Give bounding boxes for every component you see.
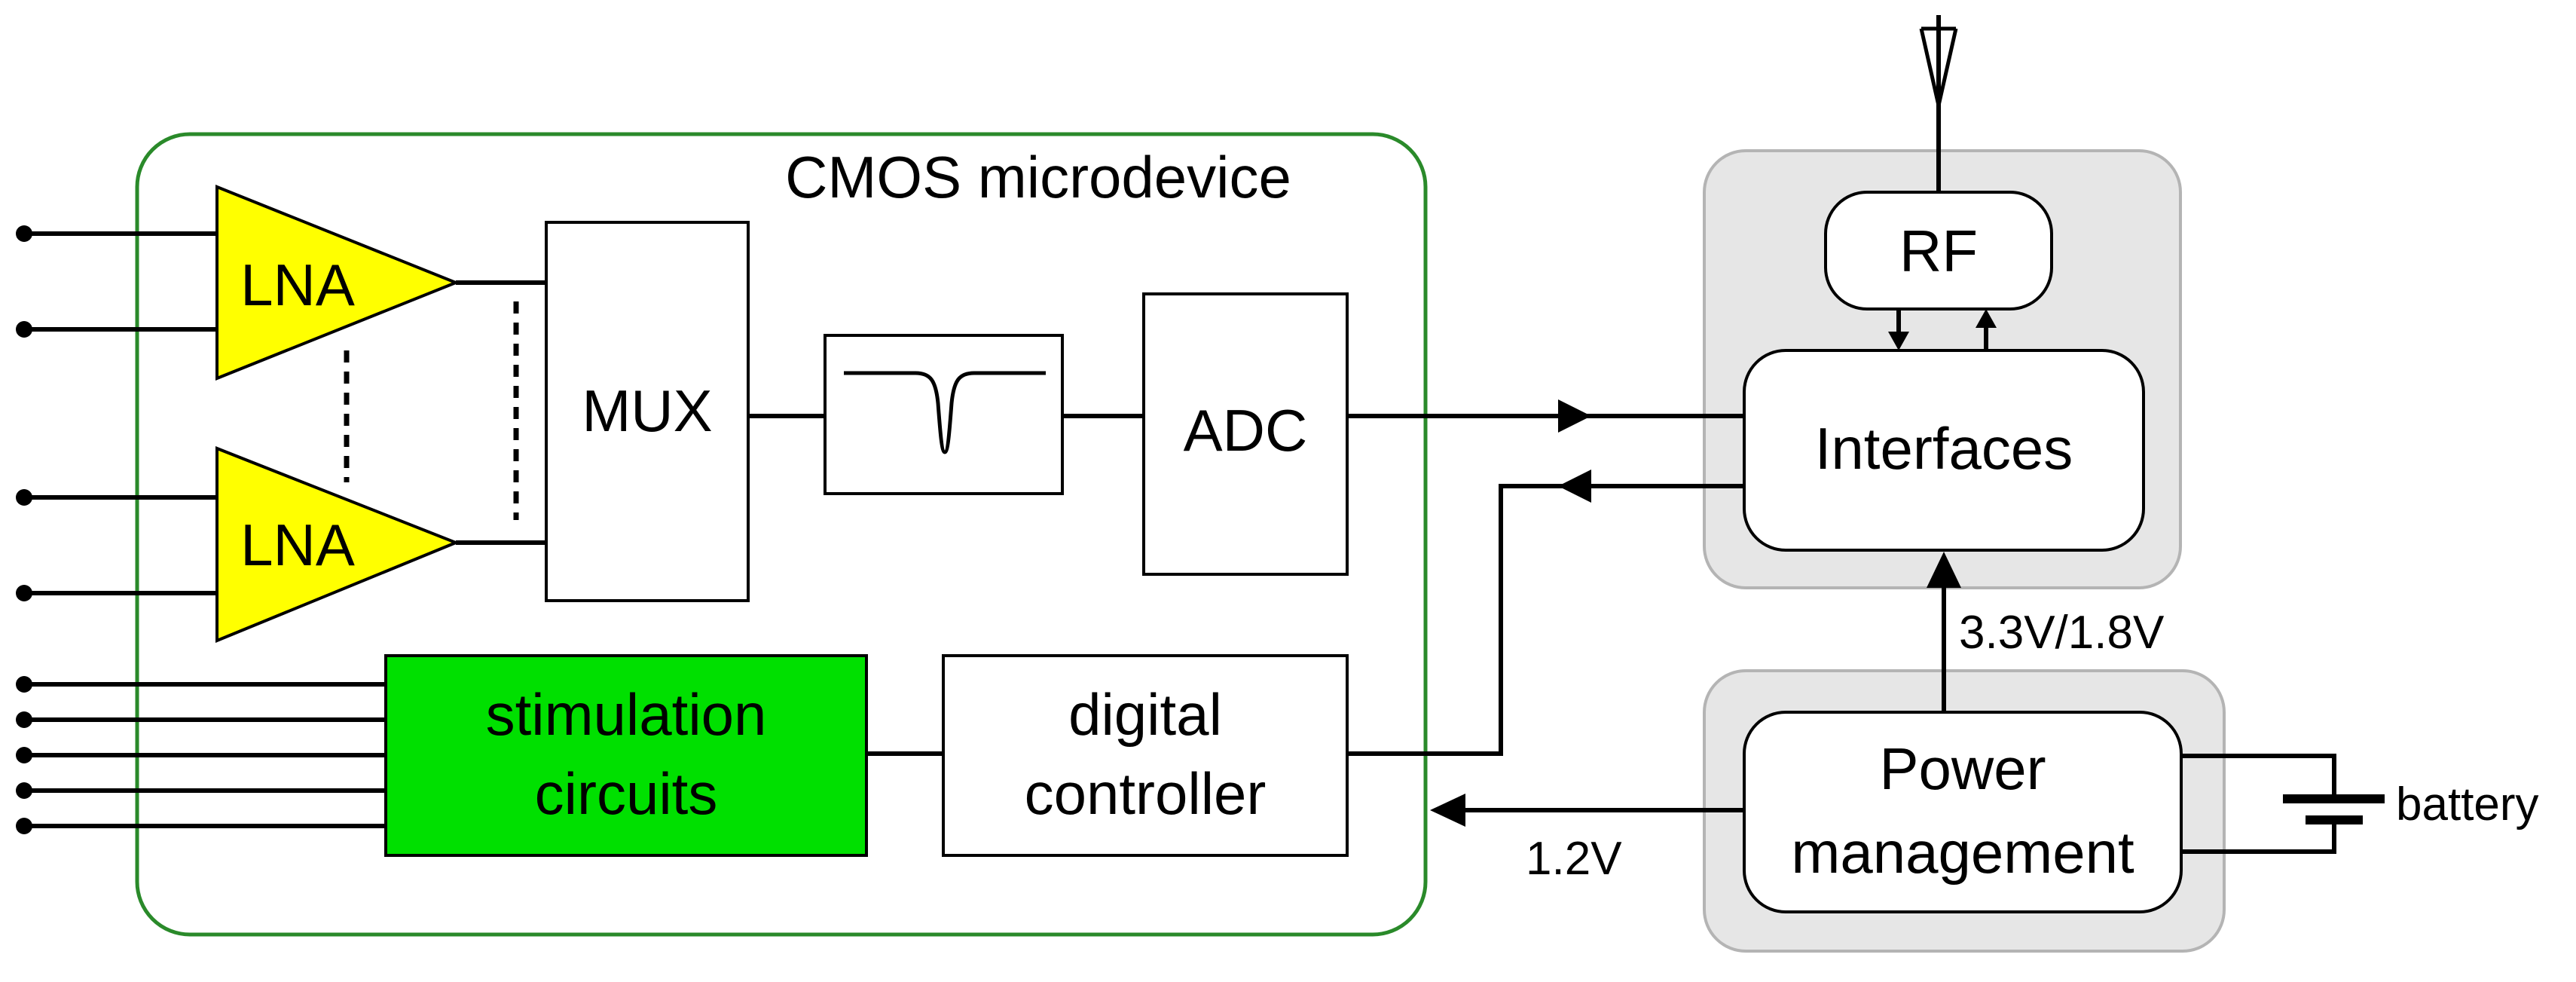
cmos-microdevice-title: CMOS microdevice [785,144,1291,210]
lna-top-label: LNA [240,252,355,318]
mux-label: MUX [582,378,712,444]
power-management-label-line2: management [1791,819,2134,886]
rf-to-interfaces-arrowhead [1888,332,1909,350]
stimulation-label-line1: stimulation [486,681,767,748]
power-to-interfaces-arrowhead [1927,552,1961,588]
digital-controller-block [942,654,1349,857]
notch-filter-icon [844,371,1046,454]
notch-filter-block [824,334,1064,495]
digital-controller-label-line2: controller [1025,760,1267,827]
battery-icon [2181,754,2385,854]
lna-top-amplifier [215,185,460,381]
interfaces-to-controller-arrowhead [1558,470,1591,503]
electrode-inputs [16,225,218,601]
battery-label: battery [2396,779,2539,831]
stimulation-label-line2: circuits [535,760,718,827]
adc-label: ADC [1184,397,1308,463]
mux-block [545,221,750,602]
digital-controller-label-line1: digital [1068,681,1222,748]
power-management-label-line1: Power [1879,736,2046,802]
stimulation-circuits-block [384,654,868,857]
power-to-cmos-arrowhead [1430,794,1465,827]
stimulation-electrode-outputs [16,676,386,834]
adc-to-interfaces-arrowhead [1558,399,1591,433]
antenna-icon [1919,15,1958,192]
interfaces-label: Interfaces [1815,415,2073,482]
interfaces-block [1743,349,2145,552]
rf-label: RF [1899,218,1978,284]
lna-bottom-amplifier [215,446,460,643]
interfaces-to-controller-wire [1347,484,1744,756]
cmos-microdevice-boundary [135,132,1428,937]
lna-bottom-label: LNA [240,512,355,578]
supply-low-label: 1.2V [1526,833,1622,885]
rf-block [1824,191,2053,311]
adc-block [1142,292,1349,576]
supply-high-label: 3.3V/1.8V [1959,607,2165,659]
interfaces-to-rf-arrowhead [1976,309,1997,328]
